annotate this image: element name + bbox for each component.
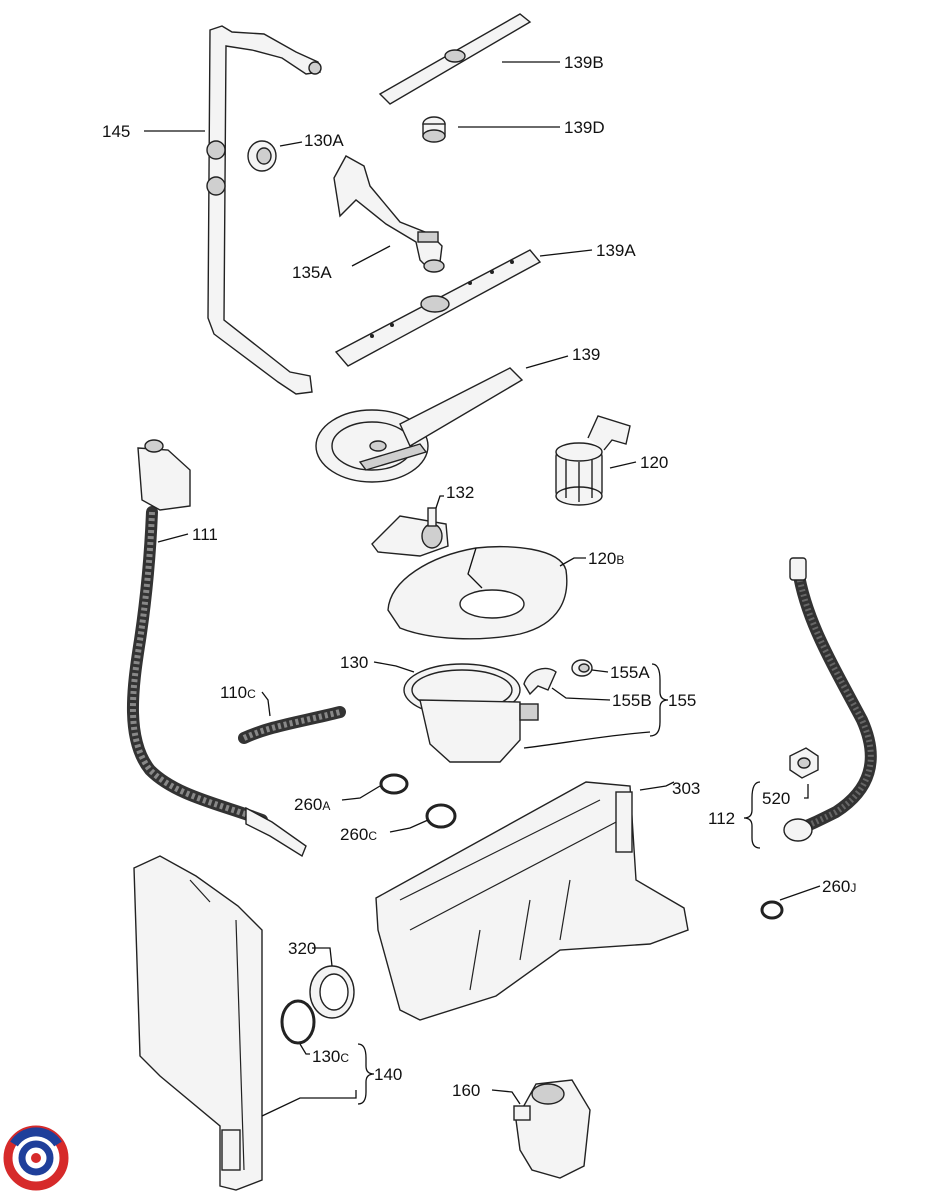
label-155B: 155B [612, 691, 652, 710]
label-520: 520 [762, 789, 790, 808]
leader-lines [144, 61, 821, 1117]
part-155B-cover [523, 667, 557, 696]
part-139A-middle-spray-arm [334, 249, 542, 367]
part-120B-filter-plate [387, 545, 568, 640]
label-140: 140 [374, 1065, 402, 1084]
label-139: 139 [572, 345, 600, 364]
part-160-pump [513, 1079, 591, 1179]
part-135A-arm-support [333, 155, 445, 273]
part-139-lower-spray-arm [315, 367, 524, 483]
label-112: 112 [708, 809, 735, 828]
part-320-seal [309, 965, 355, 1019]
brand-logo [3, 1125, 69, 1191]
label-320: 320 [288, 939, 316, 958]
label-130A: 130A [304, 131, 344, 150]
part-112-inlet-hose [783, 557, 877, 842]
label-145: 145 [102, 122, 130, 141]
label-260J: 260J [822, 877, 856, 896]
label-139D: 139D [564, 118, 605, 137]
part-260C-clamp [425, 803, 457, 829]
label-160: 160 [452, 1081, 480, 1100]
part-labels: 145 130A 135A 139B 139D 139A 139 120 132… [102, 53, 856, 1100]
label-130: 130 [340, 653, 368, 672]
part-520-nut [789, 747, 819, 779]
part-260A-clamp [379, 773, 409, 795]
label-110C: 110C [220, 683, 256, 702]
part-140-panel [133, 855, 263, 1191]
part-155A-grommet [571, 659, 593, 677]
label-155A: 155A [610, 663, 650, 682]
part-130-sump-assembly [403, 663, 539, 763]
part-139D-nut [422, 116, 446, 143]
label-135A: 135A [292, 263, 332, 282]
part-130A-grommet [247, 140, 277, 172]
part-120-filter [555, 415, 631, 506]
label-260A: 260A [294, 795, 330, 814]
part-130C-seal [280, 999, 316, 1045]
label-260C: 260C [340, 825, 377, 844]
part-145-supply-tube [206, 25, 322, 395]
part-303-base [375, 781, 689, 1021]
part-110C-hose [238, 706, 346, 744]
label-111: 111 [192, 525, 218, 544]
label-303: 303 [672, 779, 700, 798]
label-155: 155 [668, 691, 696, 710]
label-132: 132 [446, 483, 474, 502]
part-132-sensor [371, 507, 449, 557]
label-139A: 139A [596, 241, 636, 260]
part-139B-upper-spray-arm [378, 13, 532, 105]
label-139B: 139B [564, 53, 604, 72]
label-130C: 130C [312, 1047, 349, 1066]
part-111-drain-hose [127, 439, 307, 858]
part-260J-clamp [760, 900, 784, 920]
label-120B: 120B [588, 549, 624, 568]
label-120: 120 [640, 453, 668, 472]
